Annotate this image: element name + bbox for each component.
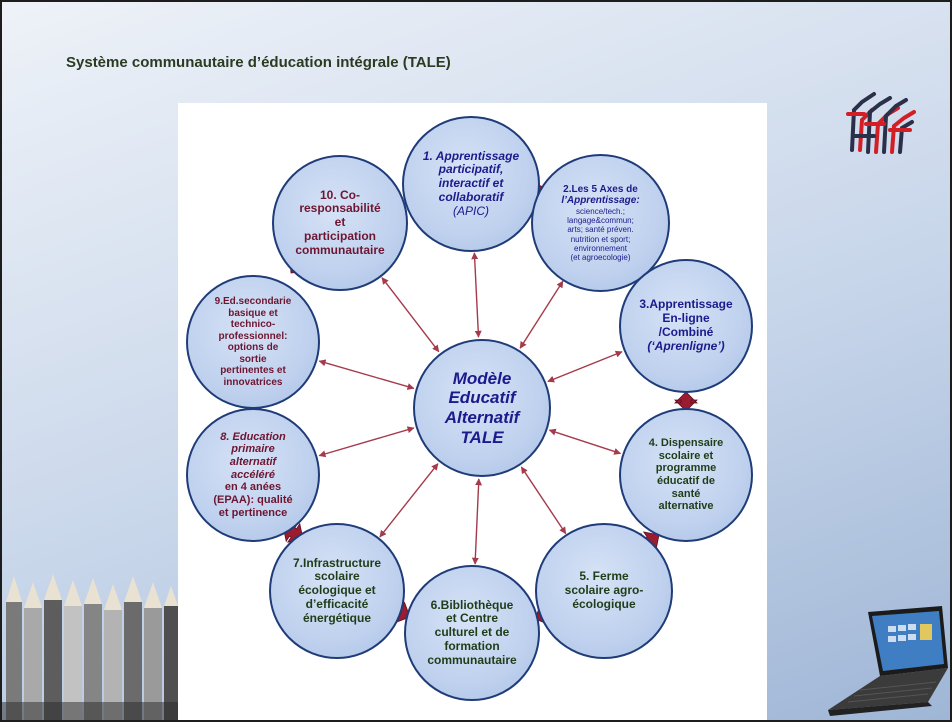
- node-label: accéléré: [230, 468, 276, 481]
- node-epaa: 8. Education primaire alternatif accélér…: [186, 408, 320, 542]
- colored-pencils-image: [2, 574, 178, 720]
- node-label: arts; santé préven.: [567, 225, 634, 235]
- node-label: énergétique: [302, 610, 371, 625]
- center-node-line: Alternatif: [444, 408, 520, 427]
- node-label: interactif et: [438, 176, 504, 191]
- node-ferme: 5. Ferme scolaire agro- écologique: [535, 523, 673, 659]
- node-label: sortie: [239, 353, 267, 365]
- node-label: scolaire agro-: [564, 583, 644, 598]
- center-node-line: TALE: [460, 427, 504, 447]
- node-label: culturel et de: [434, 625, 510, 640]
- node-label: (et agroecologie): [570, 252, 631, 262]
- node-bibliotheque: 6.Bibliothèque et Centre culturel et de …: [404, 565, 540, 701]
- node-label: collaboratif: [438, 189, 504, 204]
- node-label: options de: [227, 342, 279, 353]
- node-label: langage&commun;: [567, 216, 634, 226]
- node-label: en 4 anées: [224, 481, 282, 494]
- node-label: communautaire: [295, 242, 385, 257]
- slide-title: Système communautaire d’éducation intégr…: [66, 54, 451, 71]
- node-label: En-ligne: [662, 311, 710, 326]
- node-infrastructure: 7.Infrastructure scolaire écologique et …: [269, 523, 405, 659]
- node-dispensaire: 4. Dispensaire scolaire et programme édu…: [619, 408, 753, 542]
- node-label: 6.Bibliothèque: [430, 597, 514, 612]
- node-label: et Centre: [445, 611, 498, 626]
- diagram-panel: Modèle Educatif Alternatif TALE 1. Appre…: [178, 103, 767, 720]
- node-label: écologique et: [298, 583, 376, 598]
- node-apic: 1. Apprentissage participatif, interacti…: [402, 116, 540, 252]
- node-label: 3.Apprentissage: [639, 297, 733, 312]
- node-label: 10. Co-: [319, 187, 360, 202]
- center-node-line: Educatif: [448, 388, 516, 408]
- node-label: technico-: [230, 319, 276, 330]
- node-label: et pertinence: [218, 506, 288, 519]
- node-label: primaire: [231, 443, 275, 456]
- node-label: et: [334, 215, 346, 230]
- node-label: alternative: [658, 500, 714, 513]
- node-label: science/tech.;: [576, 206, 625, 216]
- node-label: nutrition et sport;: [570, 234, 631, 244]
- node-label: professionnel:: [218, 330, 288, 342]
- node-label: communautaire: [427, 652, 517, 667]
- center-node: Modèle Educatif Alternatif TALE: [413, 339, 551, 477]
- node-label: scolaire et: [658, 449, 714, 462]
- node-label: 5. Ferme: [579, 569, 629, 584]
- node-label: l’Apprentissage:: [561, 195, 640, 207]
- node-5-axes: 2.Les 5 Axes de l’Apprentissage: science…: [531, 154, 670, 292]
- node-label: /Combiné: [658, 325, 714, 339]
- node-label: participation: [303, 228, 376, 243]
- node-label: pertinentes et: [220, 365, 286, 376]
- node-secondaire: 9.Ed.secondarie basique et technico- pro…: [186, 275, 320, 409]
- node-label: innovatrices: [223, 376, 283, 388]
- node-label: environnement: [574, 243, 627, 253]
- node-label: (EPAA): qualité: [213, 493, 293, 506]
- tale-logo-icon: [846, 92, 916, 154]
- node-label: éducatif de: [656, 475, 716, 487]
- center-node-line: Modèle: [452, 368, 512, 388]
- node-label: formation: [444, 638, 500, 653]
- node-label: (APIC): [453, 203, 489, 218]
- node-aprenligne: 3.Apprentissage En-ligne /Combiné (‘Apre…: [619, 259, 753, 393]
- node-label: participatif,: [438, 162, 504, 177]
- node-label: (‘Aprenligne’): [647, 338, 725, 353]
- node-label: responsabilité: [299, 201, 381, 216]
- node-label: 9.Ed.secondarie: [214, 296, 292, 307]
- node-label: 7.Infrastructure: [292, 555, 382, 570]
- node-label: programme: [655, 462, 717, 475]
- node-label: basique et: [228, 307, 278, 319]
- node-label: 4. Dispensaire: [648, 437, 724, 450]
- node-label: écologique: [572, 596, 636, 611]
- node-coresponsabilite: 10. Co- responsabilité et participation …: [272, 155, 408, 291]
- node-label: alternatif: [229, 456, 277, 469]
- node-label: 1. Apprentissage: [422, 148, 520, 163]
- node-label: 8. Education: [220, 430, 286, 443]
- node-label: d’efficacité: [305, 596, 369, 611]
- laptop-image: [828, 606, 948, 716]
- node-label: 2.Les 5 Axes de: [563, 183, 638, 195]
- node-label: santé: [671, 487, 701, 500]
- node-label: scolaire: [314, 569, 360, 584]
